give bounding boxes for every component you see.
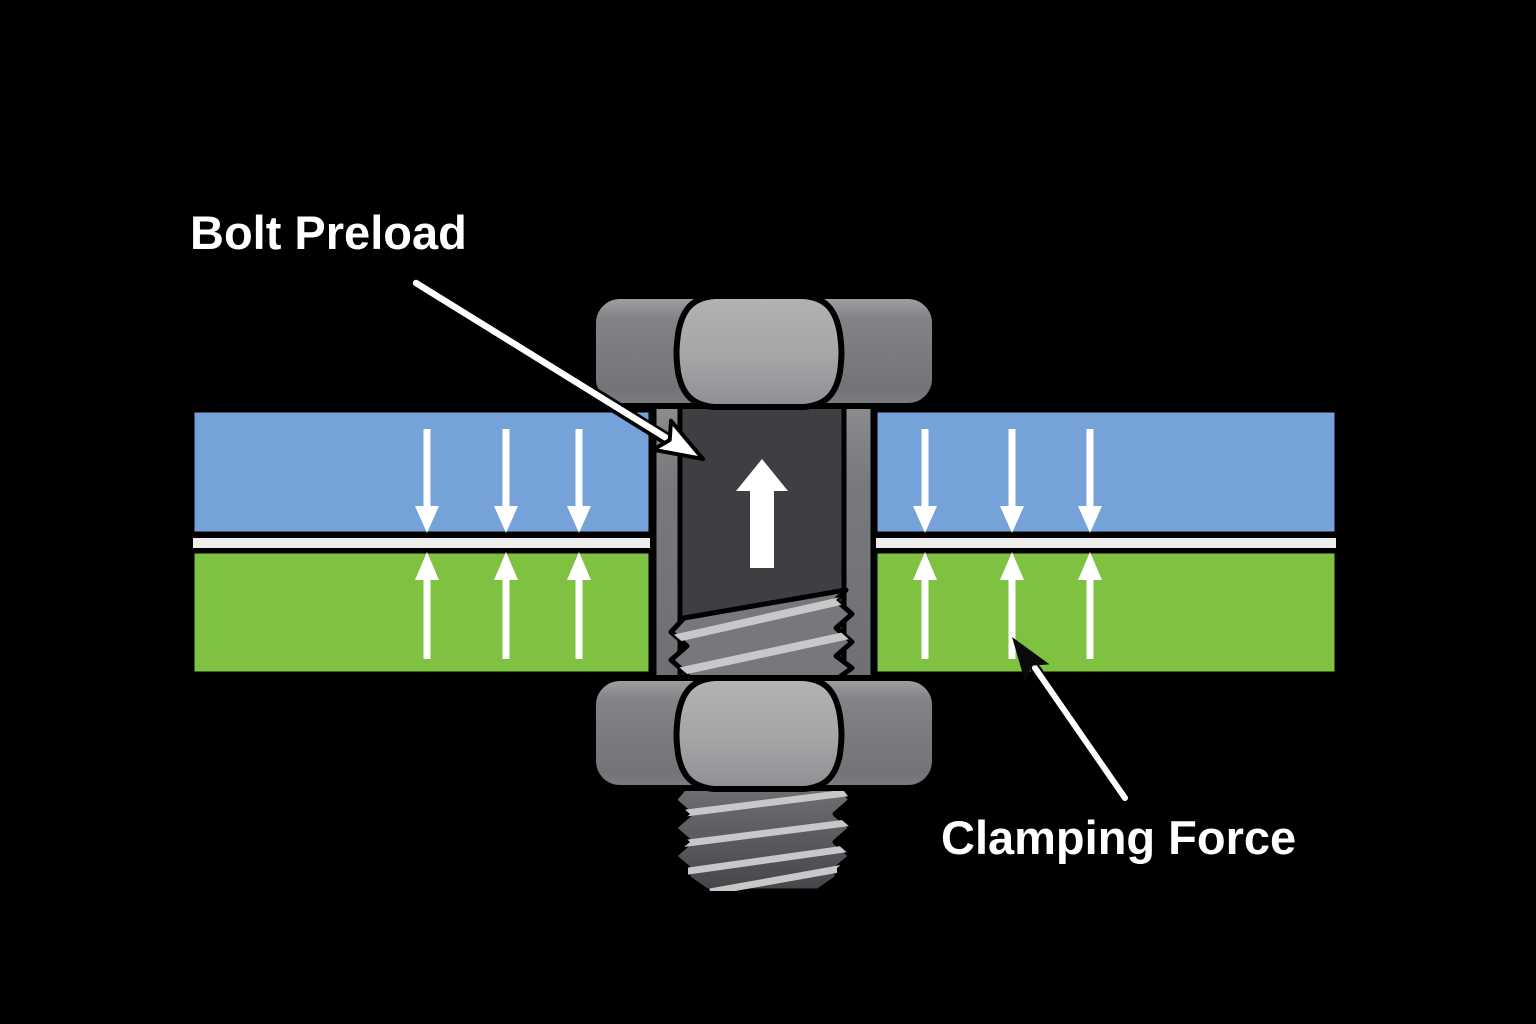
bolt-preload-arrow [736,459,788,568]
bottom-plate-right [874,550,1338,675]
stud-crest-stripe [674,788,851,819]
nut-face [677,678,842,789]
thread-crest-stripe [671,630,852,678]
clamping-force-label: Clamping Force [941,811,1297,864]
nut [593,678,935,789]
leader-line [1032,665,1128,801]
interface-shim-right [876,538,1336,548]
thread-crest-stripe [671,594,852,644]
stud-crest-stripe [709,864,845,891]
leader-line [412,279,672,443]
bolt-preload-label: Bolt Preload [190,206,467,259]
stud-crest-stripe [674,844,851,877]
clamping-force-leader-arrow [1012,637,1131,804]
interface-shim-left [193,538,650,548]
leader-arrowhead-white [651,418,705,461]
bolt-shank-threads [668,590,854,678]
stud-crest-stripe [674,818,851,849]
bolt-head-face [677,296,842,407]
bolt-head [593,296,935,407]
top-plate-right [874,409,1338,535]
leader-arrowhead-black [1012,637,1050,682]
bolt-stud-threads [670,786,854,892]
bolt-preload-leader-arrow [409,276,705,461]
